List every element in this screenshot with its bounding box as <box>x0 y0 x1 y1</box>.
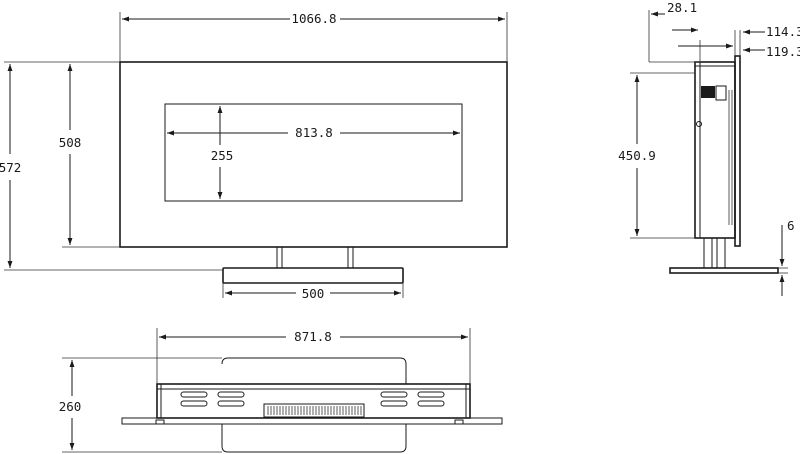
wall-plate <box>121 417 503 425</box>
dim-stand-width: 500 <box>302 286 325 301</box>
front-body-outline <box>119 61 508 248</box>
front-view: 1066.8 813.8 255 508 572 500 <box>0 11 508 301</box>
dim-side-offset-2: 114.3 <box>766 24 800 39</box>
side-base-plate <box>669 267 779 274</box>
top-body-outline <box>156 383 471 419</box>
heater-grille <box>263 403 365 418</box>
dim-top-width: 871.8 <box>294 329 332 344</box>
dim-base-thickness: 6 <box>787 218 795 233</box>
vent-slots-left <box>180 391 245 407</box>
side-view: 28.1 114.3 119.3 450.9 6 <box>618 0 800 296</box>
dim-overall-width: 1066.8 <box>291 11 336 26</box>
dim-body-height: 508 <box>59 135 82 150</box>
dim-overall-height: 572 <box>0 160 21 175</box>
front-glass <box>734 55 741 247</box>
top-view: 871.8 260 <box>59 328 503 453</box>
screen-window <box>164 103 463 202</box>
stand-base <box>222 267 404 284</box>
dim-screen-width: 813.8 <box>295 125 333 140</box>
dim-side-offset-1: 28.1 <box>667 0 697 15</box>
dim-side-offset-3: 119.3 <box>766 44 800 59</box>
dim-depth: 260 <box>59 399 82 414</box>
vent-slots-right <box>380 391 445 407</box>
dim-side-height: 450.9 <box>618 148 656 163</box>
dim-screen-height: 255 <box>211 148 234 163</box>
